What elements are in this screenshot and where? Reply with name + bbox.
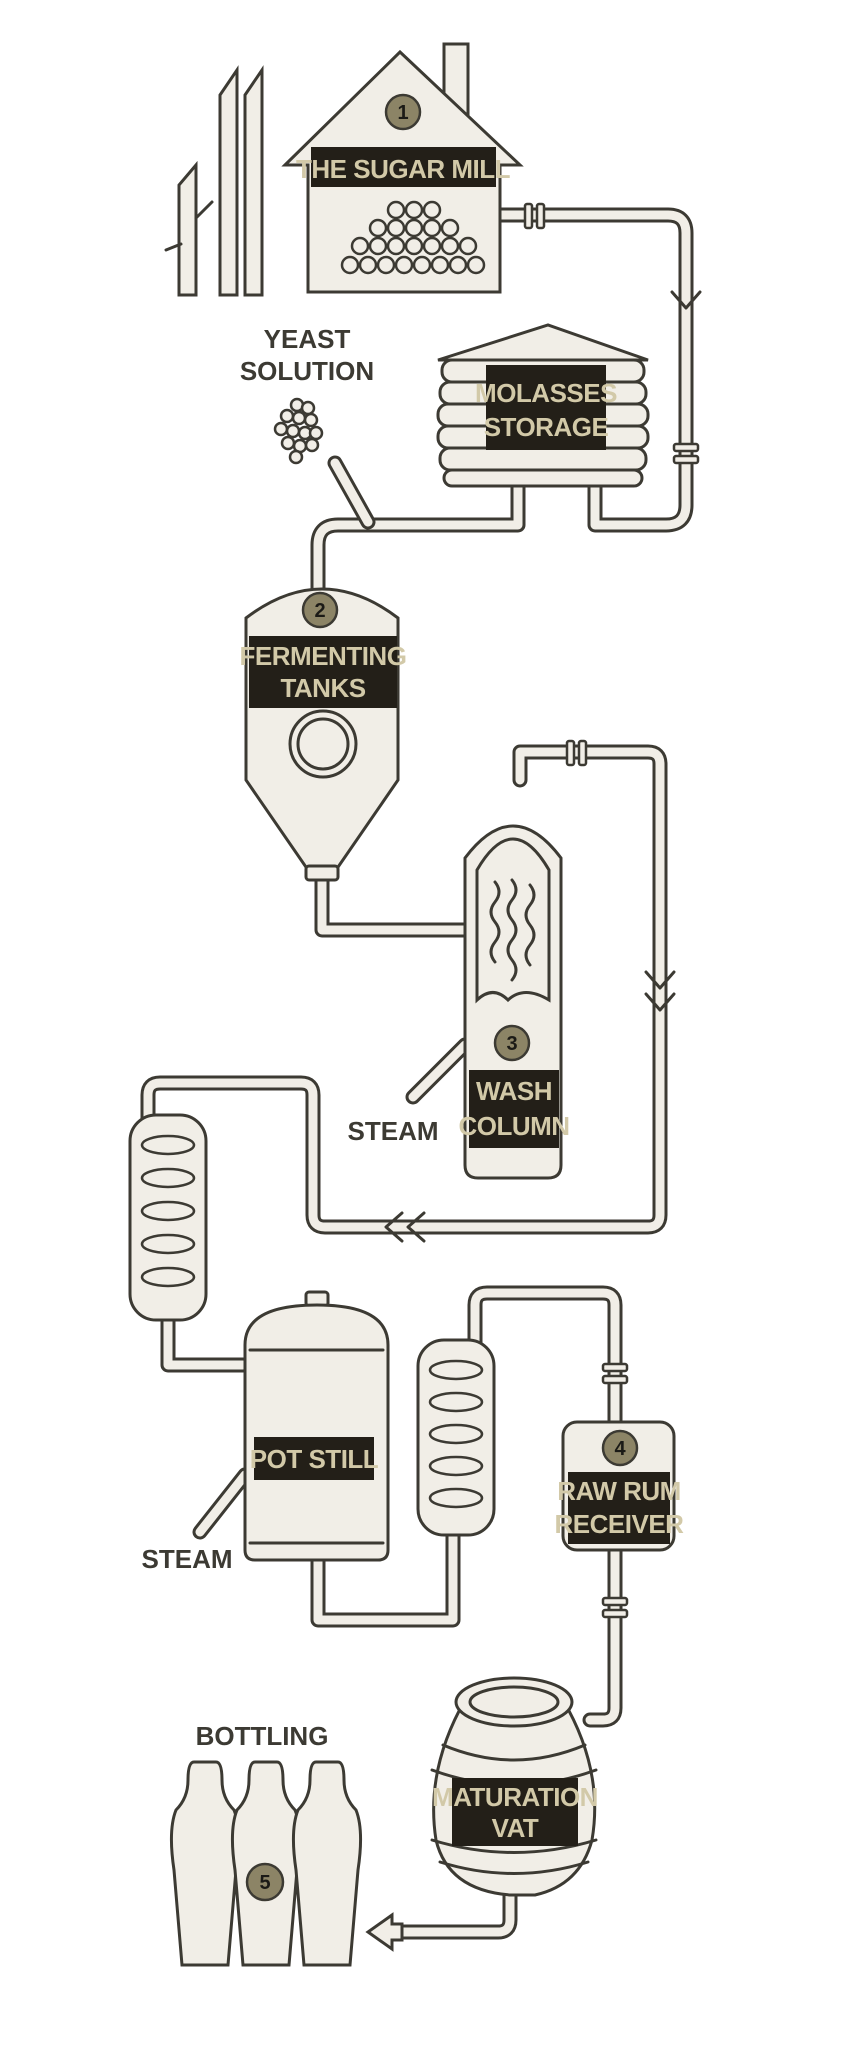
receiver-label-line2: RECEIVER — [555, 1509, 685, 1539]
pot-still-label-box — [254, 1437, 374, 1480]
svg-text:4: 4 — [614, 1438, 626, 1460]
steam-label-wash: STEAM — [348, 1116, 439, 1146]
fermenting-label-line2: TANKS — [280, 673, 365, 703]
steam-label-pot: STEAM — [142, 1544, 233, 1574]
svg-text:5: 5 — [259, 1872, 270, 1894]
raw-rum-receiver: 4 RAW RUM RECEIVER — [555, 1420, 685, 1552]
pipe-fittings — [523, 202, 700, 1619]
pot-still-label: POT STILL — [250, 1444, 379, 1474]
bottling-label: BOTTLING — [196, 1721, 329, 1751]
yeast-label-line1: YEAST — [264, 324, 351, 354]
stage-5-badge: 5 — [245, 1862, 285, 1902]
fermenting-tanks: 2 FERMENTING TANKS — [240, 587, 407, 882]
svg-text:2: 2 — [314, 600, 325, 622]
wash-column: 3 WASH COLUMN — [458, 824, 570, 1180]
flow-arrows — [365, 290, 702, 1952]
maturation-label-line2: VAT — [492, 1813, 539, 1843]
sugar-mill: 1 THE SUGAR MILL — [281, 42, 524, 294]
svg-text:3: 3 — [506, 1033, 517, 1055]
pipe-network — [140, 207, 694, 1940]
pot-still: POT STILL — [243, 1290, 390, 1562]
maturation-label-line1: MATURATION — [432, 1782, 598, 1812]
condenser-coil-1 — [128, 1113, 208, 1322]
stage-1-label-box — [311, 147, 496, 187]
sugar-crystals-icon — [340, 200, 486, 275]
molasses-label-line2: STORAGE — [484, 412, 609, 442]
svg-text:1: 1 — [397, 102, 408, 124]
wash-label-line2: COLUMN — [458, 1111, 569, 1141]
sugar-cane-icon — [164, 65, 264, 297]
receiver-label-box — [568, 1472, 670, 1544]
maturation-vat: MATURATION VAT — [430, 1676, 598, 1897]
condenser-coil-2 — [416, 1338, 496, 1537]
fermenting-label-box — [249, 636, 397, 708]
receiver-label-line1: RAW RUM — [557, 1476, 681, 1506]
stage-2-badge: 2 — [301, 591, 339, 629]
bottle-icon-3 — [291, 1760, 363, 1967]
yeast-solution: YEAST SOLUTION — [240, 324, 374, 465]
bottle-icon-1 — [169, 1760, 241, 1967]
maturation-label-box — [452, 1778, 578, 1846]
fermenting-label-line1: FERMENTING — [240, 641, 407, 671]
wash-label-box — [469, 1070, 559, 1148]
stage-3-badge: 3 — [493, 1024, 531, 1062]
wash-label-line1: WASH — [476, 1076, 552, 1106]
molasses-label-line1: MOLASSES — [475, 378, 617, 408]
bottling: BOTTLING 5 — [169, 1721, 363, 1967]
molasses-label-box — [486, 365, 606, 450]
stage-4-badge: 4 — [601, 1429, 639, 1467]
molasses-storage: MOLASSES STORAGE — [436, 323, 650, 488]
yeast-label-line2: SOLUTION — [240, 356, 374, 386]
yeast-cells-icon — [273, 397, 324, 465]
stage-1-label: THE SUGAR MILL — [296, 154, 511, 184]
stage-1-badge: 1 — [384, 93, 422, 131]
